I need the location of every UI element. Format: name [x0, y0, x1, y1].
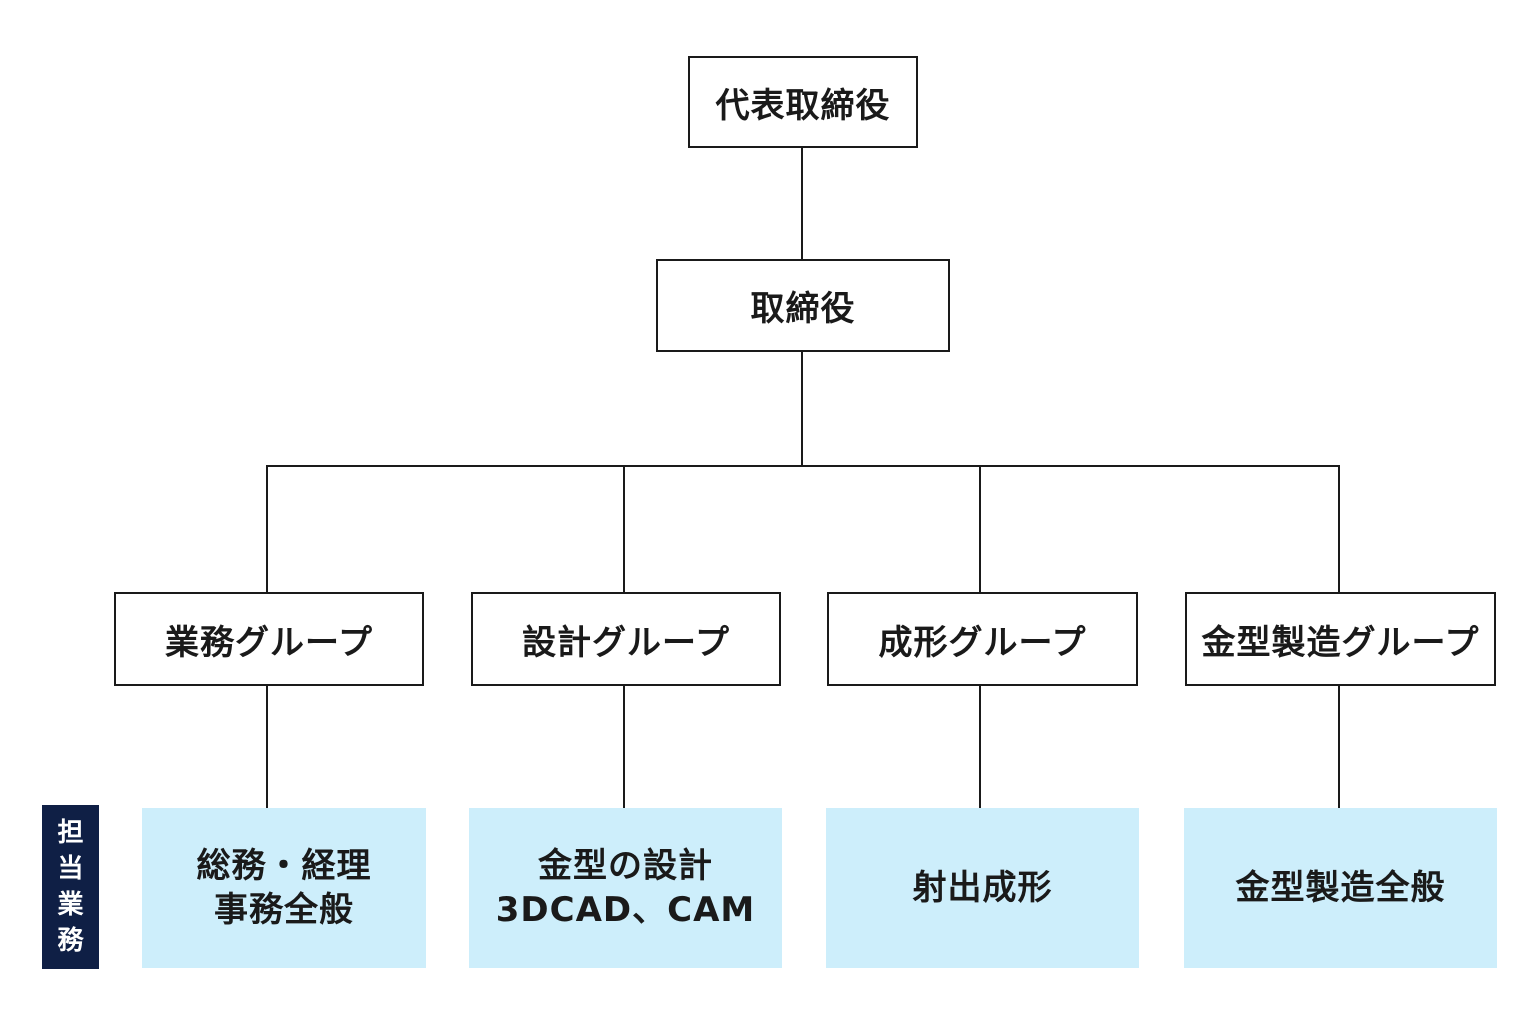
connector-bus-to-group-3 — [979, 465, 981, 593]
director-box: 取締役 — [656, 259, 950, 352]
duty-label-char: 当 — [57, 854, 84, 884]
duty-line: 3DCAD、CAM — [495, 890, 756, 930]
duty-box-mold-manufacturing: 金型製造全般 — [1184, 808, 1497, 968]
duty-label-char: 務 — [57, 926, 84, 956]
connector-horizontal-bus — [266, 465, 1340, 467]
duty-line: 射出成形 — [912, 868, 1053, 908]
group-label-molding: 成形グループ — [878, 622, 1087, 663]
duty-box-design: 金型の設計 3DCAD、CAM — [469, 808, 782, 968]
duty-line: 金型の設計 — [538, 846, 713, 886]
connector-group-3-to-duty — [979, 685, 981, 809]
connector-bus-to-group-1 — [266, 465, 268, 593]
group-box-mold-manufacturing: 金型製造グループ — [1185, 592, 1496, 686]
duty-line: 総務・経理 — [196, 846, 372, 886]
duty-line: 事務全般 — [214, 890, 354, 930]
director-label: 取締役 — [750, 289, 856, 329]
duty-section-label: 担 当 業 務 — [42, 805, 99, 969]
group-label-mold-manufacturing: 金型製造グループ — [1201, 622, 1480, 663]
connector-bus-to-group-2 — [623, 465, 625, 593]
ceo-box: 代表取締役 — [688, 56, 918, 148]
group-label-business: 業務グループ — [165, 622, 373, 663]
connector-group-2-to-duty — [623, 685, 625, 809]
connector-group-4-to-duty — [1338, 685, 1340, 809]
duty-label-char: 担 — [57, 818, 84, 848]
connector-bus-to-group-4 — [1338, 465, 1340, 593]
connector-second-to-bus — [801, 351, 803, 467]
duty-line: 金型製造全般 — [1235, 868, 1446, 908]
connector-group-1-to-duty — [266, 685, 268, 809]
duty-label-char: 業 — [57, 890, 84, 920]
duty-box-business: 総務・経理 事務全般 — [142, 808, 426, 968]
ceo-label: 代表取締役 — [715, 85, 891, 126]
group-box-design: 設計グループ — [471, 592, 781, 686]
group-box-business: 業務グループ — [114, 592, 424, 686]
group-label-design: 設計グループ — [522, 622, 730, 663]
connector-top-to-second — [801, 146, 803, 260]
group-box-molding: 成形グループ — [827, 592, 1138, 686]
duty-box-molding: 射出成形 — [826, 808, 1139, 968]
